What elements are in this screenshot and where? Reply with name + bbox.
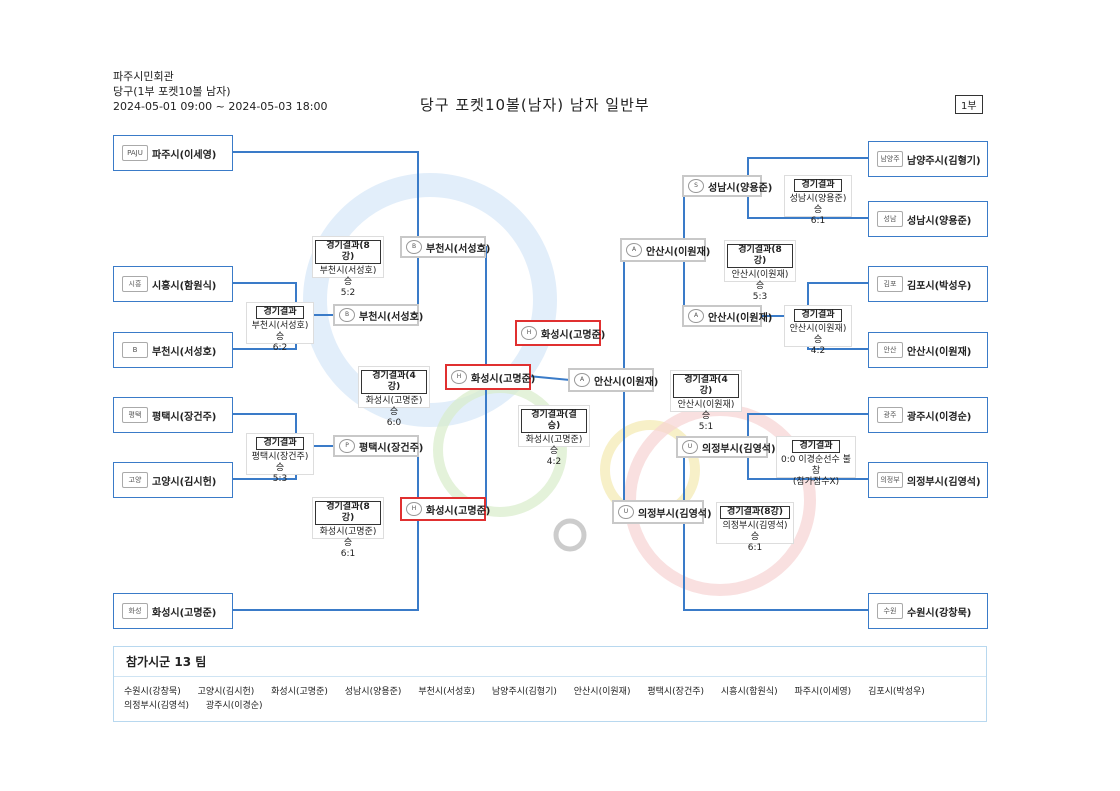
event-period: 2024-05-01 09:00 ~ 2024-05-03 18:00	[113, 100, 328, 113]
seongnam-logo-icon: 성남	[877, 211, 903, 227]
siheung-logo-icon: 시흥	[122, 276, 148, 292]
bucheon-logo-icon: B	[339, 308, 355, 322]
participants-heading: 참가시군 13 팀	[114, 647, 986, 677]
uijeongbu-logo-icon: U	[682, 440, 698, 454]
bucheon-logo-icon: B	[122, 342, 148, 358]
page-badge: 1부	[955, 95, 983, 114]
participant-item: 수원시(강창묵)	[124, 687, 181, 697]
page-title: 당구 포켓10볼(남자) 남자 일반부	[420, 96, 650, 114]
participant-item: 부천시(서성호)	[418, 687, 476, 697]
participant-item: 파주시(이세영)	[794, 687, 852, 697]
goyang-logo-icon: 고양	[122, 472, 148, 488]
event-name: 당구(1부 포켓10볼 남자)	[113, 85, 231, 98]
ansan-logo-icon: A	[688, 309, 704, 323]
hwaseong-logo-icon: 화성	[122, 603, 148, 619]
ansan-logo-icon: A	[574, 373, 590, 387]
participant-item: 안산시(이원재)	[573, 687, 631, 697]
paju-logo-icon: PAJU	[122, 145, 148, 161]
seongnam-logo-icon: S	[688, 179, 704, 193]
participant-item: 성남시(양용준)	[344, 687, 402, 697]
participant-item: 화성시(고명준)	[271, 687, 328, 697]
participant-item: 의정부시(김영석)	[124, 701, 189, 711]
participant-item: 남양주시(김형기)	[491, 687, 557, 697]
participants-list: 수원시(강창묵) 고양시(김시헌) 화성시(고명준) 성남시(양용준) 부천시(…	[114, 677, 986, 721]
gwangju-logo-icon: 광주	[877, 407, 903, 423]
uijeongbu-logo-icon: U	[618, 505, 634, 519]
pyeongtaek-logo-icon: 평택	[122, 407, 148, 423]
suwon-logo-icon: 수원	[877, 603, 903, 619]
namyangju-logo-icon: 남양주	[877, 151, 903, 167]
participant-item: 고양시(김시헌)	[197, 687, 255, 697]
hwaseong-logo-icon: H	[521, 326, 537, 340]
participant-item: 김포시(박성우)	[868, 687, 925, 697]
venue: 파주시민회관	[113, 70, 174, 83]
participant-item: 평택시(장건주)	[647, 687, 705, 697]
uijeongbu-logo-icon: 의정부	[877, 472, 903, 488]
participant-item: 광주시(이경순)	[205, 701, 263, 711]
hwaseong-logo-icon: H	[451, 370, 467, 384]
ansan-logo-icon: 안산	[877, 342, 903, 358]
participant-item: 시흥시(함원식)	[720, 687, 778, 697]
gimpo-logo-icon: 김포	[877, 276, 903, 292]
participants-panel: 참가시군 13 팀 수원시(강창묵) 고양시(김시헌) 화성시(고명준) 성남시…	[113, 646, 987, 722]
ansan-logo-icon: A	[626, 243, 642, 257]
bucheon-logo-icon: B	[406, 240, 422, 254]
pyeongtaek-logo-icon: P	[339, 439, 355, 453]
hwaseong-logo-icon: H	[406, 502, 422, 516]
